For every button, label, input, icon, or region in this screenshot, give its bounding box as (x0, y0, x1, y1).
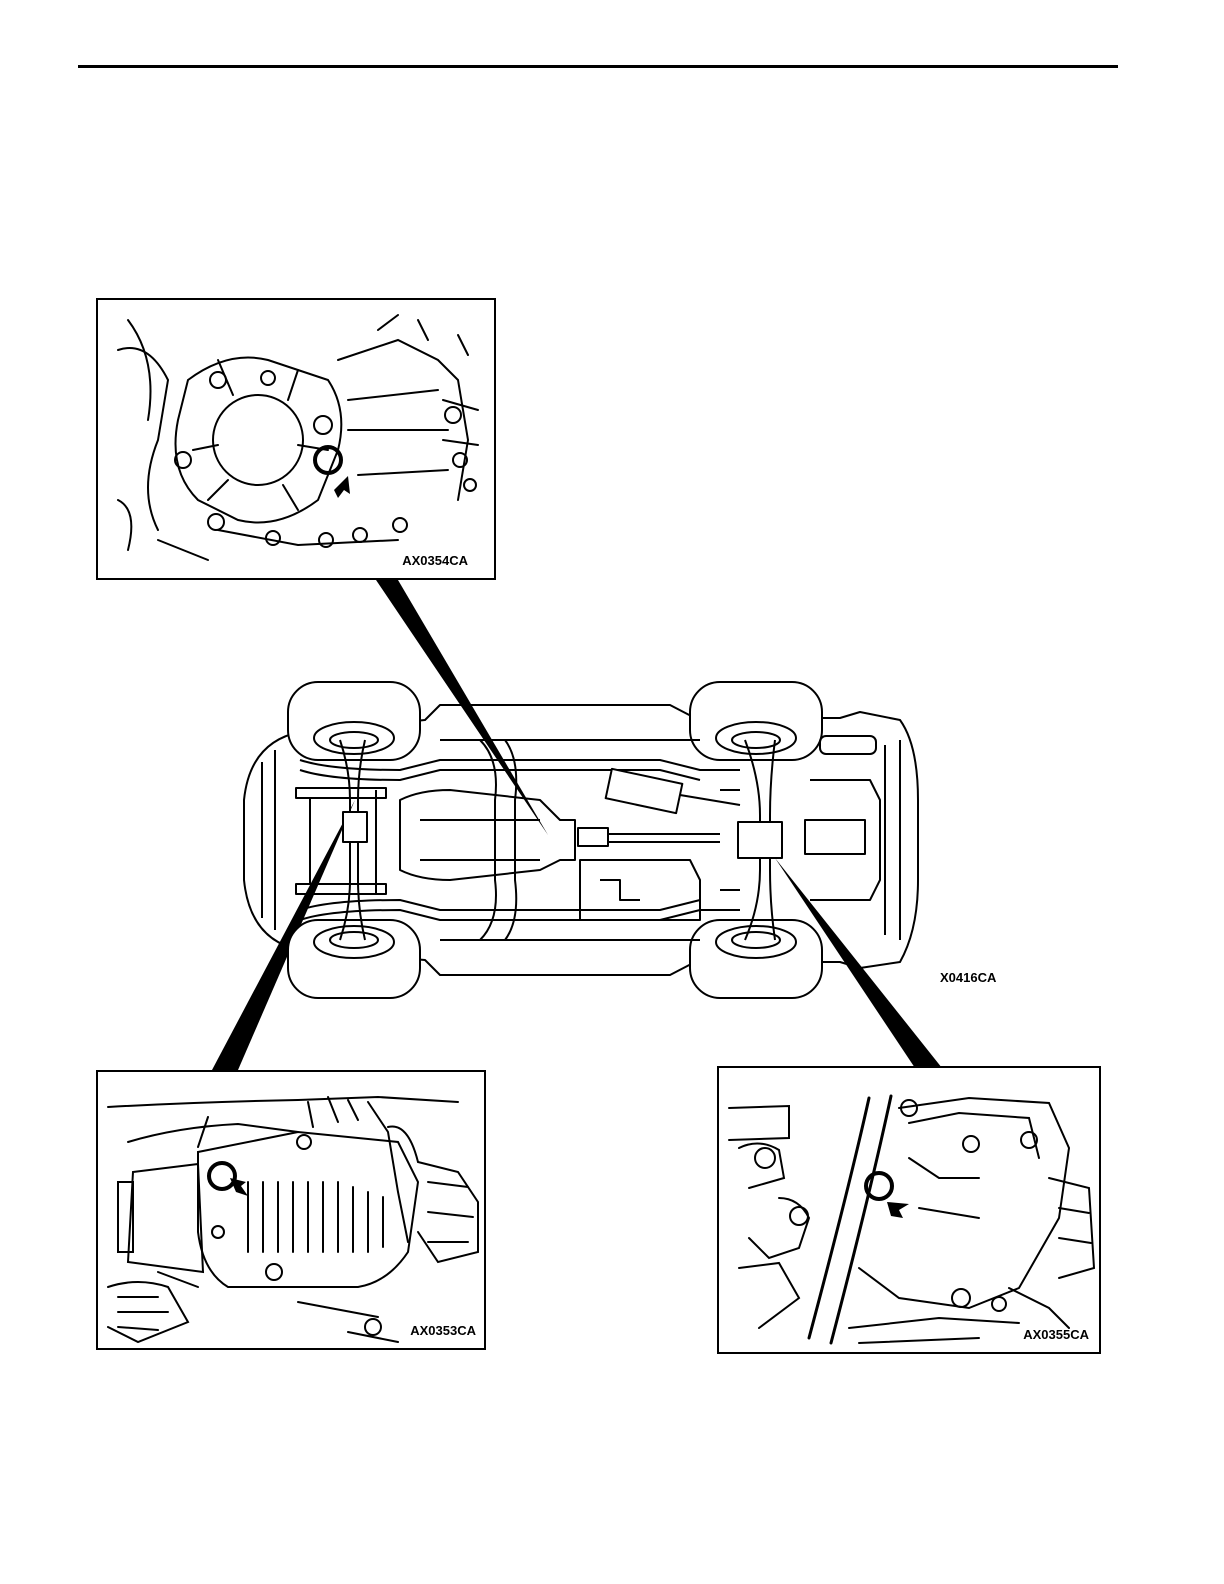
figure-code-top: AX0354CA (402, 553, 468, 568)
arrow-icon (230, 1178, 248, 1196)
inset-rear-differential: AX0355CA (717, 1066, 1101, 1354)
fill-plug (209, 1163, 235, 1189)
frame-rail-right (300, 910, 740, 920)
inset-transfer-case: AX0354CA (96, 298, 496, 580)
muffler (606, 769, 683, 813)
rear-differential (738, 822, 782, 858)
transfer-case-drawing (98, 300, 496, 580)
inset-front-differential: AX0353CA (96, 1070, 486, 1350)
figure-code-main: X0416CA (940, 970, 996, 985)
arrow-icon (887, 1202, 909, 1218)
propeller-shaft (608, 834, 720, 842)
front-differential-drawing (98, 1072, 486, 1350)
front-differential (343, 812, 367, 842)
figure-code-bottom-right: AX0355CA (1023, 1327, 1089, 1342)
transmission (400, 790, 575, 880)
arrow-icon (334, 476, 350, 498)
frame-rail-left (300, 760, 740, 770)
figure-code-bottom-left: AX0353CA (410, 1323, 476, 1338)
rear-differential-drawing (719, 1068, 1101, 1354)
